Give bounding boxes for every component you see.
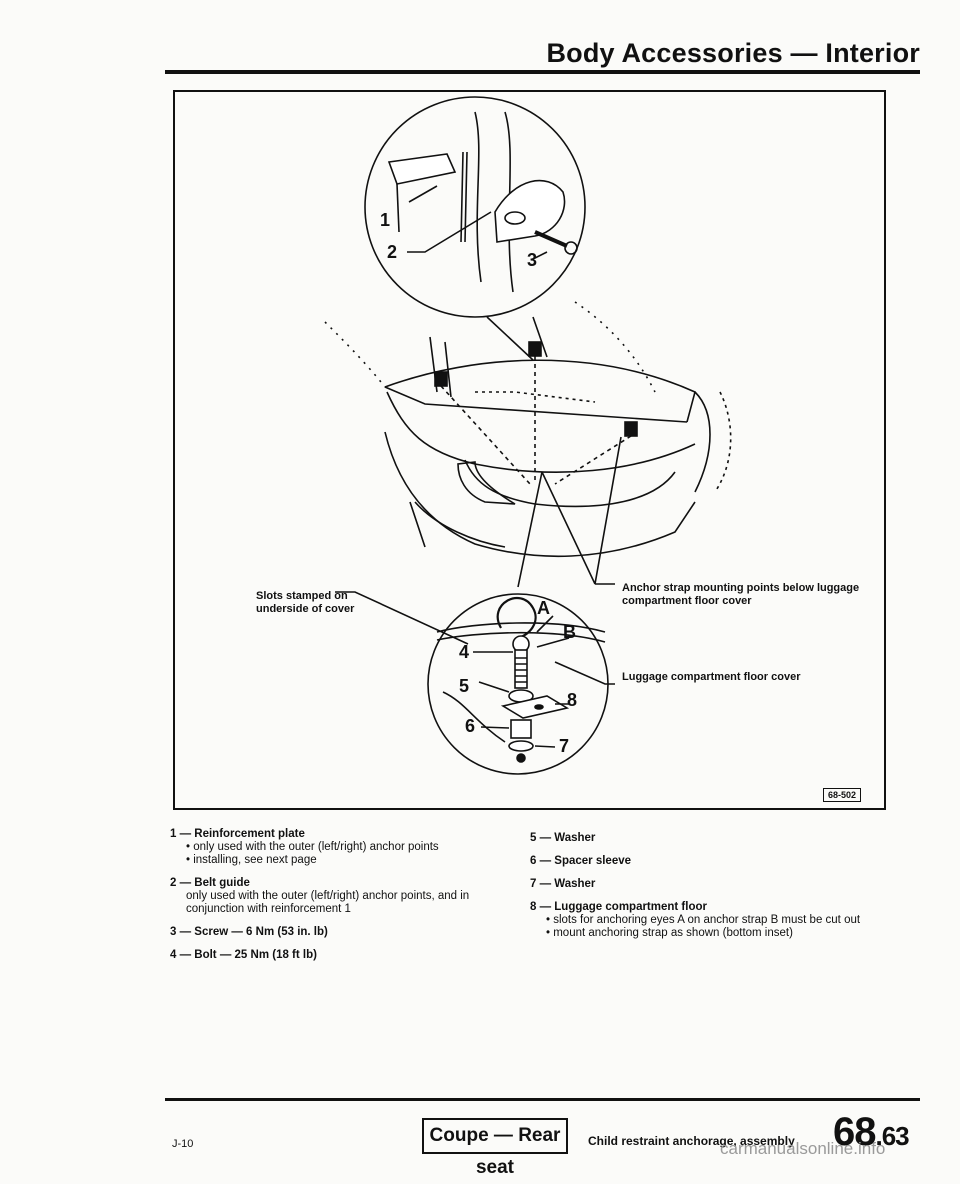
legend-item-7-head: 7 — Washer — [530, 878, 596, 890]
page-number-major: 68 — [833, 1110, 876, 1154]
legend-left: 1 — Reinforcement plate • only used with… — [170, 828, 510, 972]
watermark: carmanualsonline.info — [720, 1139, 886, 1158]
footer-subtitle: Child restraint anchorage, assembly — [588, 1134, 795, 1148]
label-floor-cover: Luggage compartment floor cover — [622, 671, 801, 683]
exploded-view-illustration: 1 2 3 A B 4 5 8 6 7 — [324, 96, 732, 775]
bottom-inset-circle — [427, 593, 609, 775]
legend-item-4: 4 — Bolt — 25 Nm (18 ft lb) — [170, 949, 510, 962]
callout-8: 8 — [567, 690, 577, 710]
legend-item-2-text: only used with the outer (left/right) an… — [186, 890, 470, 915]
legend-item-1-bullet-2: • installing, see next page — [186, 854, 317, 866]
footer-code: J-10 — [172, 1138, 194, 1150]
legend-item-3: 3 — Screw — 6 Nm (53 in. lb) — [170, 926, 510, 939]
legend-item-8-bullet-1: • slots for anchoring eyes A on anchor s… — [546, 914, 861, 926]
figure-number: 68-502 — [823, 788, 862, 802]
callout-5: 5 — [459, 676, 469, 696]
label-anchor-points: Anchor strap mounting points below lugga… — [622, 582, 860, 607]
figure-frame — [173, 90, 886, 810]
callout-4: 4 — [459, 642, 469, 662]
page-number: 68.63 — [833, 1110, 910, 1155]
legend-item-7: 7 — Washer — [530, 878, 870, 891]
footer-rule — [165, 1098, 920, 1101]
callout-2: 2 — [387, 242, 397, 262]
legend-item-2-head: 2 — Belt guide — [170, 877, 250, 889]
legend-item-6-head: 6 — Spacer sleeve — [530, 855, 632, 867]
legend-right: 5 — Washer 6 — Spacer sleeve 7 — Washer … — [530, 832, 870, 950]
legend-item-6: 6 — Spacer sleeve — [530, 855, 870, 868]
legend-item-3-head: 3 — Screw — 6 Nm (53 in. lb) — [170, 926, 328, 938]
section-box: Coupe — Rear seat — [422, 1118, 568, 1178]
callout-7: 7 — [559, 736, 569, 756]
callout-3: 3 — [527, 250, 537, 270]
page-title: Body Accessories — Interior — [546, 38, 920, 68]
legend-item-8: 8 — Luggage compartment floor • slots fo… — [530, 901, 870, 940]
legend-item-2: 2 — Belt guide only used with the outer … — [170, 877, 510, 916]
legend-item-5-head: 5 — Washer — [530, 832, 596, 844]
legend-item-1-bullet-1: • only used with the outer (left/right) … — [186, 841, 439, 853]
legend-item-4-head: 4 — Bolt — 25 Nm (18 ft lb) — [170, 949, 317, 961]
callout-a: A — [537, 598, 550, 618]
label-slots: Slots stamped on underside of cover — [256, 590, 355, 615]
legend-item-8-head: 8 — Luggage compartment floor — [530, 901, 707, 913]
legend-item-1-head: 1 — Reinforcement plate — [170, 828, 305, 840]
top-inset-circle — [364, 96, 586, 318]
legend-item-5: 5 — Washer — [530, 832, 870, 845]
callout-1: 1 — [380, 210, 390, 230]
page-number-minor: .63 — [875, 1121, 910, 1151]
header-rule — [165, 70, 920, 74]
legend-item-8-bullet-2: • mount anchoring strap as shown (bottom… — [546, 927, 793, 939]
callout-b: B — [563, 622, 576, 642]
callout-6: 6 — [465, 716, 475, 736]
legend-item-1: 1 — Reinforcement plate • only used with… — [170, 828, 510, 867]
